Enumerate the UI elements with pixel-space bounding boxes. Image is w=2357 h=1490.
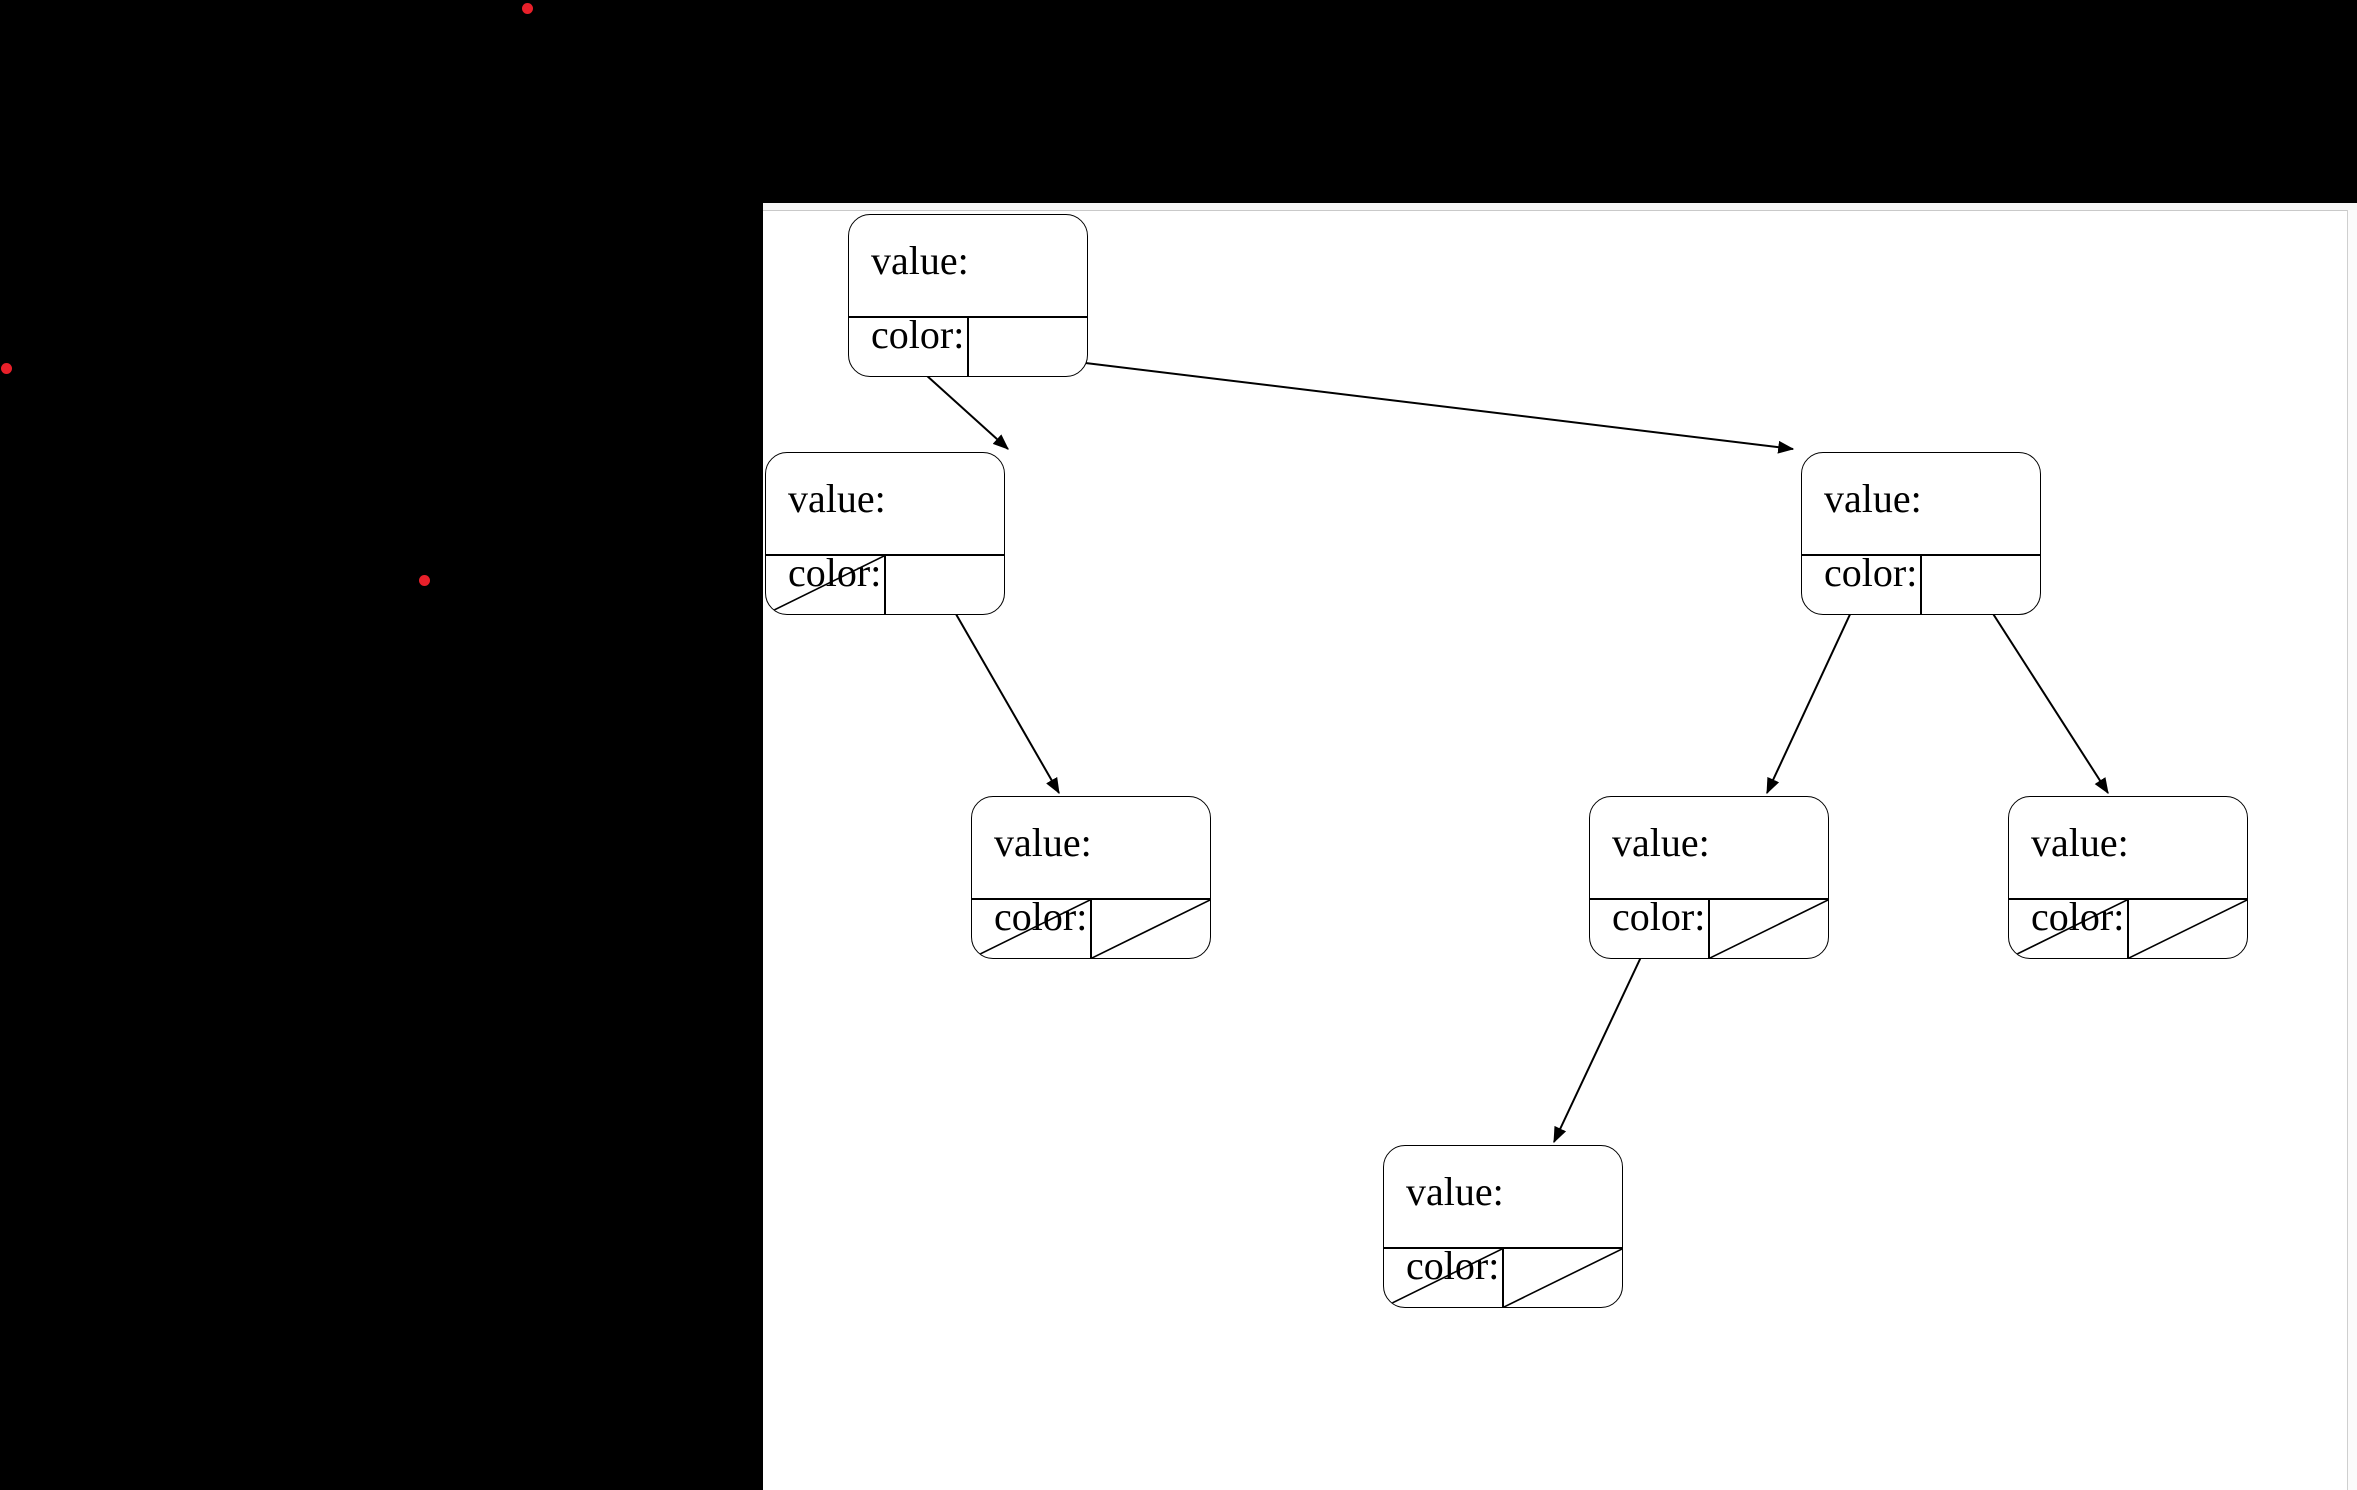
node-color-label: color: bbox=[1406, 1243, 1500, 1288]
red-dot-top bbox=[521, 2, 533, 14]
node-pointer-row bbox=[1802, 554, 2040, 614]
tree-node-root[interactable]: value: color: bbox=[848, 214, 1088, 377]
node-value-label: value: bbox=[1406, 1169, 1504, 1214]
null-pointer-slash-icon bbox=[766, 556, 884, 614]
node-pointer-right-null[interactable] bbox=[1502, 1249, 1622, 1307]
node-value-label: value: bbox=[1612, 820, 1710, 865]
node-pointer-left[interactable] bbox=[1802, 556, 1920, 614]
node-pointer-right[interactable] bbox=[1920, 556, 2040, 614]
null-pointer-slash-icon bbox=[1384, 1249, 1502, 1307]
node-pointer-right-null[interactable] bbox=[2127, 900, 2247, 958]
node-fields: value: color: bbox=[766, 453, 1004, 614]
node-fields: value: color: bbox=[972, 797, 1210, 958]
null-pointer-slash-icon bbox=[1710, 900, 1828, 958]
node-fields: value: color: bbox=[2009, 797, 2247, 958]
node-pointer-right[interactable] bbox=[884, 556, 1004, 614]
edges-group bbox=[904, 355, 2109, 1144]
node-fields: value: color: bbox=[1590, 797, 1828, 958]
edge-left-right bbox=[944, 594, 1060, 795]
edge-right-left bbox=[1766, 594, 1860, 795]
node-pointer-row bbox=[766, 554, 1004, 614]
node-value-label: value: bbox=[788, 476, 886, 521]
node-color-label: color: bbox=[788, 550, 882, 595]
edge-layer bbox=[904, 355, 2109, 1144]
node-pointer-row bbox=[849, 316, 1087, 376]
document-canvas-panel: value:color:value:color:value:color:valu… bbox=[763, 203, 2357, 1490]
null-pointer-slash-icon bbox=[2129, 900, 2247, 958]
tree-diagram: value:color:value:color:value:color:valu… bbox=[763, 210, 2348, 1490]
node-fields: value: color: bbox=[1802, 453, 2040, 614]
node-color-label: color: bbox=[2031, 894, 2125, 939]
node-pointer-right-null[interactable] bbox=[1708, 900, 1828, 958]
red-dot-middle bbox=[418, 574, 430, 586]
edge-root-right bbox=[1027, 355, 1795, 454]
node-fields: value: color: bbox=[849, 215, 1087, 376]
node-color-label: color: bbox=[1612, 894, 1706, 939]
node-pointer-left[interactable] bbox=[849, 318, 967, 376]
node-pointer-row bbox=[1590, 898, 1828, 958]
node-pointer-row bbox=[2009, 898, 2247, 958]
node-pointer-left-null[interactable] bbox=[2009, 900, 2127, 958]
node-pointer-left-null[interactable] bbox=[972, 900, 1090, 958]
tree-node-deep[interactable]: value: color: bbox=[1383, 1145, 1623, 1308]
panel-header-strip bbox=[763, 203, 2357, 211]
null-pointer-slash-icon bbox=[1092, 900, 1210, 958]
null-pointer-slash-icon bbox=[2009, 900, 2127, 958]
edge-rightleft-deep bbox=[1553, 939, 1650, 1144]
node-pointer-left-null[interactable] bbox=[1384, 1249, 1502, 1307]
node-value-label: value: bbox=[871, 238, 969, 283]
node-pointer-left[interactable] bbox=[1590, 900, 1708, 958]
node-fields: value: color: bbox=[1384, 1146, 1622, 1307]
node-pointer-right[interactable] bbox=[967, 318, 1087, 376]
tree-node-right[interactable]: value: color: bbox=[1801, 452, 2041, 615]
node-color-label: color: bbox=[994, 894, 1088, 939]
node-color-label: color: bbox=[1824, 550, 1918, 595]
node-color-label: color: bbox=[871, 312, 965, 357]
node-pointer-left-null[interactable] bbox=[766, 556, 884, 614]
node-value-label: value: bbox=[994, 820, 1092, 865]
null-pointer-slash-icon bbox=[1504, 1249, 1622, 1307]
vertical-scrollbar[interactable] bbox=[2347, 210, 2357, 1490]
node-pointer-row bbox=[1384, 1247, 1622, 1307]
edge-right-right bbox=[1980, 594, 2109, 795]
null-pointer-slash-icon bbox=[972, 900, 1090, 958]
node-value-label: value: bbox=[1824, 476, 1922, 521]
node-pointer-right-null[interactable] bbox=[1090, 900, 1210, 958]
node-pointer-row bbox=[972, 898, 1210, 958]
tree-node-left-right[interactable]: value: color: bbox=[971, 796, 1211, 959]
tree-node-right-left[interactable]: value: color: bbox=[1589, 796, 1829, 959]
tree-node-right-right[interactable]: value: color: bbox=[2008, 796, 2248, 959]
red-dot-left bbox=[0, 362, 12, 374]
node-value-label: value: bbox=[2031, 820, 2129, 865]
tree-node-left[interactable]: value: color: bbox=[765, 452, 1005, 615]
